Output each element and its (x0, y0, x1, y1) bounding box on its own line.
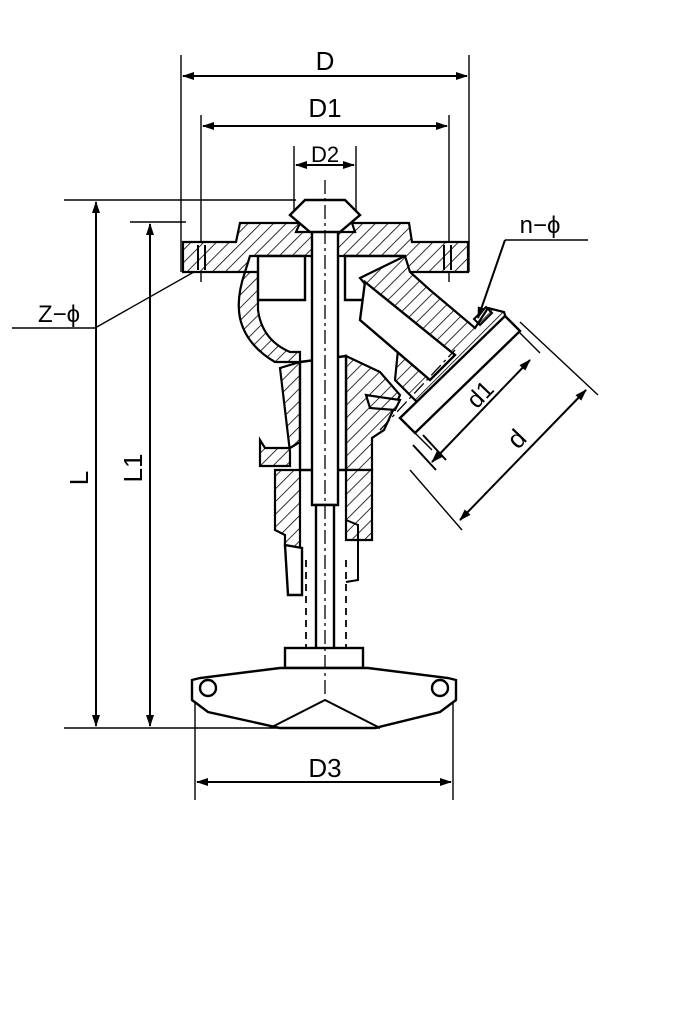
label-n-phi: n−ϕ (520, 212, 561, 239)
label-D2: D2 (311, 142, 339, 167)
handwheel-pin-left (198, 678, 218, 698)
yoke-left (273, 468, 302, 550)
label-D: D (316, 46, 335, 76)
outlet-flange (398, 314, 522, 435)
handwheel-pin-right (430, 678, 450, 698)
handwheel (190, 666, 458, 730)
branch-centerline (379, 349, 456, 431)
handwheel-hub (283, 646, 365, 670)
valve-body (181, 180, 522, 730)
label-L1: L1 (118, 454, 148, 483)
label-D3: D3 (308, 753, 341, 783)
label-z-phi: Z−ϕ (38, 301, 80, 328)
body-left-wall (237, 270, 302, 364)
label-L: L (64, 471, 94, 485)
dimension-lines (12, 55, 599, 800)
label-D1: D1 (308, 93, 341, 123)
packing-box-right (344, 354, 402, 472)
packing-box-left (258, 360, 302, 468)
